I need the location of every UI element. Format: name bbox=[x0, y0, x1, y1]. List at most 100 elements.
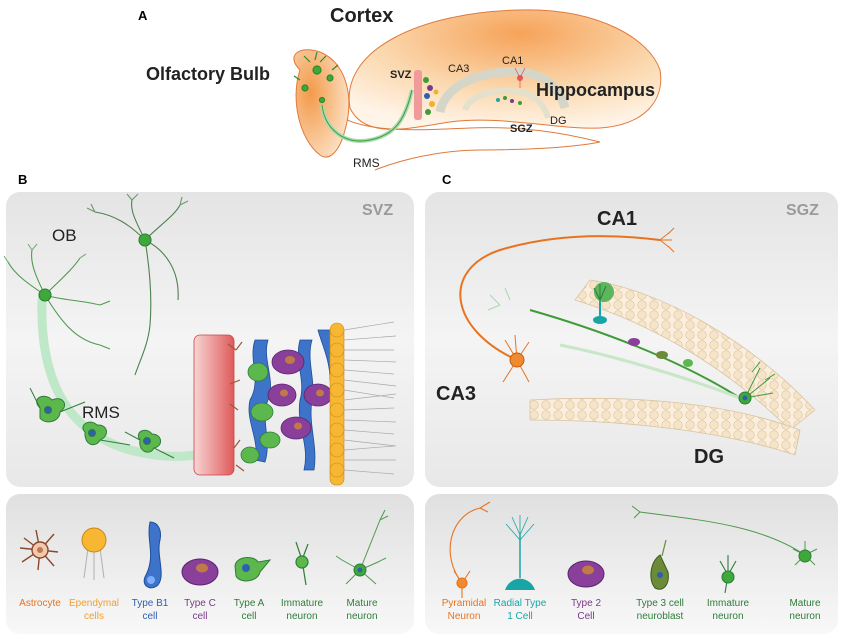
ob-neurons-a bbox=[293, 51, 339, 104]
ca1-label-c: CA1 bbox=[597, 208, 637, 230]
legend-c-label-1: Radial Type 1 Cell bbox=[494, 598, 547, 622]
legend-immature-neuron-glyph bbox=[295, 541, 309, 586]
sgz-region-label-c: SGZ bbox=[786, 202, 819, 219]
brain-lower-outline bbox=[329, 109, 601, 171]
hippocampus-band bbox=[435, 67, 570, 114]
legend-typeb1-glyph bbox=[143, 521, 162, 589]
dg-label-a: DG bbox=[550, 115, 567, 127]
legend-b-label-4-line1: Type A bbox=[234, 598, 265, 609]
legend-c-label-1-line1: Radial Type bbox=[494, 598, 547, 609]
olfactory-bulb-shape bbox=[293, 49, 350, 158]
legend-c-label-3-line2: neuroblast bbox=[637, 611, 684, 622]
legend-type3-glyph bbox=[650, 539, 669, 590]
legend-c-label-2: Type 2 Cell bbox=[571, 598, 601, 622]
dg-upper-band bbox=[574, 279, 816, 431]
legend-c-label-4-line1: Immature bbox=[707, 598, 750, 609]
hippocampal-neurons-a bbox=[496, 67, 526, 105]
legend-typea-glyph bbox=[234, 557, 272, 582]
legend-c-label-0-line2: Neuron bbox=[448, 611, 481, 622]
legend-b-label-5: Immature neuron bbox=[281, 598, 324, 622]
legend-mature-neuron-c-glyph bbox=[631, 505, 818, 566]
legend-type2-glyph bbox=[567, 560, 605, 588]
ob-neuron-left bbox=[3, 243, 111, 350]
legend-c-label-0-line1: Pyramidal bbox=[442, 598, 486, 609]
legend-b-label-2-line1: Type B1 bbox=[132, 598, 169, 609]
rms-label-b: RMS bbox=[82, 403, 120, 422]
legend-immature-neuron-c-glyph bbox=[719, 555, 737, 594]
legend-b-label-2-line2: cell bbox=[142, 611, 157, 622]
ca3-pyramidal-neuron bbox=[502, 334, 530, 383]
mature-granule-neuron bbox=[487, 287, 776, 405]
legend-mature-neuron-glyph bbox=[335, 509, 389, 585]
legend-radial-glyph bbox=[505, 515, 535, 590]
panel-b: B SVZ bbox=[3, 172, 414, 487]
ca1-dendrites bbox=[659, 227, 675, 253]
legend-b-label-3-line2: cell bbox=[192, 611, 207, 622]
legend-c-label-2-line1: Type 2 bbox=[571, 598, 601, 609]
legend-astrocyte-glyph bbox=[19, 529, 59, 571]
legend-b-label-3-line1: Type C bbox=[184, 598, 216, 609]
svz-region-label-b: SVZ bbox=[362, 202, 393, 219]
dg-label-c: DG bbox=[694, 446, 724, 468]
legend-b-label-0: Astrocyte bbox=[19, 598, 61, 609]
legend-c-label-4: Immature neuron bbox=[707, 598, 750, 622]
ca3-axon bbox=[459, 235, 661, 361]
hippocampus-label: Hippocampus bbox=[536, 80, 655, 100]
legend-c-background bbox=[425, 494, 838, 634]
radial-cell-c bbox=[593, 282, 614, 324]
legend-b-label-5-line2: neuron bbox=[286, 611, 317, 622]
legend-b-label-1: Ependymal cells bbox=[69, 598, 119, 622]
legend-c-label-2-line2: Cell bbox=[577, 611, 594, 622]
svz-niche-cells bbox=[227, 321, 397, 486]
legend-b-label-1-line2: cells bbox=[84, 611, 104, 622]
legend-b-label-6-line2: neuron bbox=[346, 611, 377, 622]
ob-mature-neuron-top bbox=[86, 193, 189, 376]
legend-b-label-5-line1: Immature bbox=[281, 598, 324, 609]
dg-lower-band bbox=[529, 397, 801, 456]
legend-c-label-3-line1: Type 3 cell bbox=[636, 598, 684, 609]
granule-axon bbox=[529, 309, 741, 399]
olfactory-bulb-label: Olfactory Bulb bbox=[146, 64, 270, 84]
cortex-label: Cortex bbox=[330, 5, 393, 27]
legend-b-label-6: Mature neuron bbox=[346, 598, 378, 622]
granule-axon-faded bbox=[559, 343, 741, 400]
legend-c-label-4-line2: neuron bbox=[712, 611, 743, 622]
legend-typec-glyph bbox=[181, 558, 219, 586]
ca1-label-a: CA1 bbox=[502, 55, 523, 67]
ca3-label-c: CA3 bbox=[436, 383, 476, 405]
panel-a-letter: A bbox=[138, 8, 148, 23]
rms-path-a-core bbox=[321, 89, 413, 142]
legend-b-label-6-line1: Mature bbox=[346, 598, 378, 609]
panel-c-letter: C bbox=[442, 172, 452, 187]
panel-a: A bbox=[138, 5, 662, 171]
legend-ependymal-glyph bbox=[81, 527, 107, 580]
legend-c-label-5-line1: Mature bbox=[789, 598, 821, 609]
legend-pyramidal-glyph bbox=[449, 501, 491, 598]
panel-c: C SGZ bbox=[425, 172, 838, 487]
legend-c-label-5: Mature neuron bbox=[789, 598, 821, 622]
dentate-band bbox=[462, 87, 551, 119]
legend-b-label-1-line1: Ependymal bbox=[69, 598, 119, 609]
progenitor-cells-c bbox=[628, 338, 693, 367]
legend-c-label-5-line2: neuron bbox=[789, 611, 820, 622]
ca3-label-a: CA3 bbox=[448, 63, 469, 75]
legend-c-label-3: Type 3 cell neuroblast bbox=[636, 598, 684, 622]
legend-b-label-4-line2: cell bbox=[241, 611, 256, 622]
legend-b-label-2: Type B1 cell bbox=[132, 598, 169, 622]
legend-b-label-3: Type C cell bbox=[184, 598, 216, 622]
legend-b-label-0-line1: Astrocyte bbox=[19, 598, 61, 609]
migrating-neuroblasts bbox=[29, 387, 175, 459]
svz-cluster-a bbox=[414, 70, 439, 120]
svz-label-a: SVZ bbox=[390, 69, 412, 81]
ob-label-b: OB bbox=[52, 226, 77, 245]
panel-b-letter: B bbox=[18, 172, 27, 187]
ventricle-wall bbox=[193, 334, 235, 476]
legend-c-label-1-line2: 1 Cell bbox=[507, 611, 533, 622]
sgz-label-a: SGZ bbox=[510, 123, 533, 135]
